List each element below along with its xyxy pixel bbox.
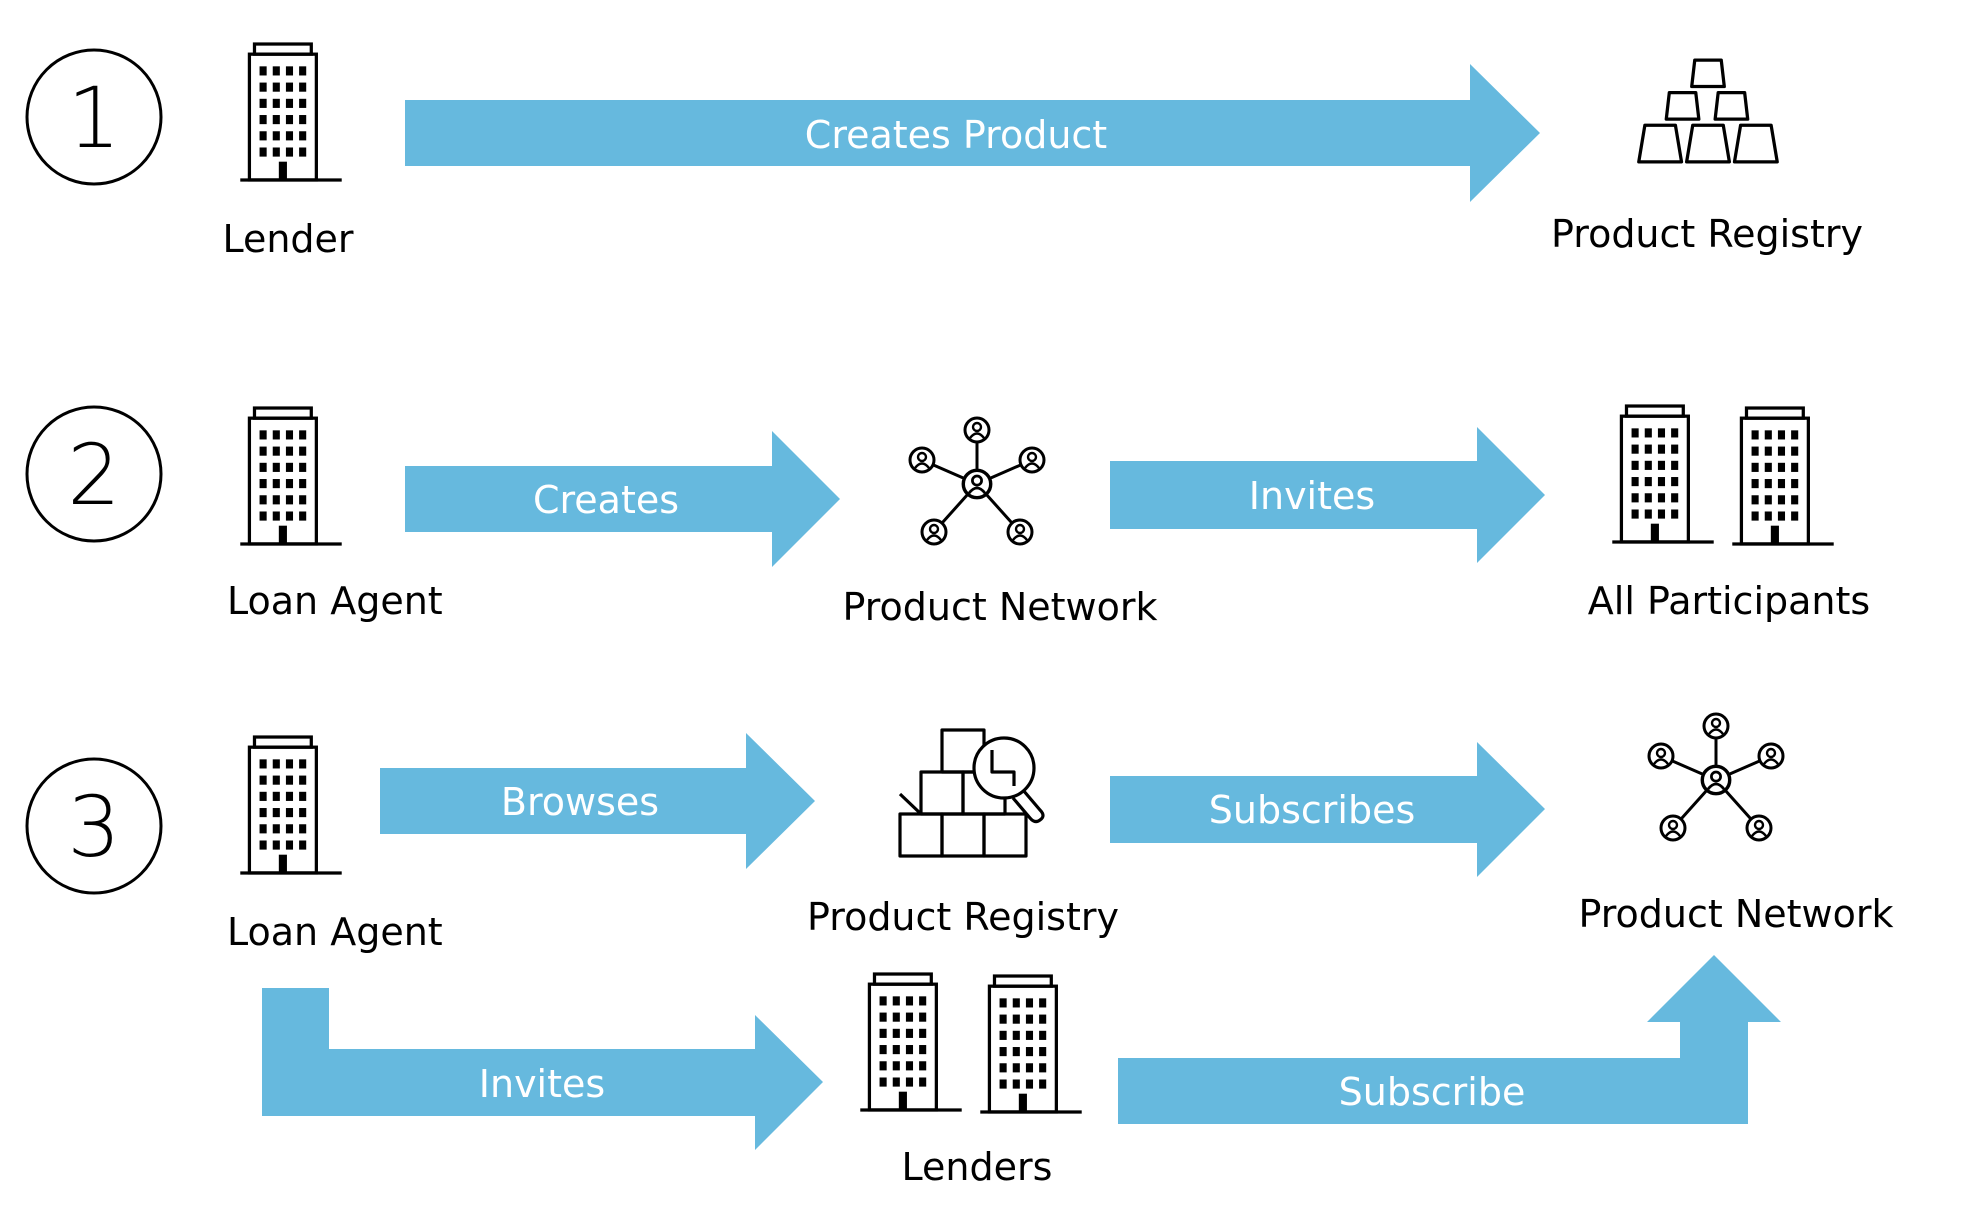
arrow-label: Creates Product [805,113,1107,157]
gold-bars-icon [1637,58,1779,164]
step-3-product-registry-node: Product Registry [807,728,1119,939]
step-2-number: 2 [25,405,163,543]
arrow-label: Invites [479,1062,605,1106]
step-2-all-participants-node: All Participants [1588,404,1870,623]
step-3-loan-agent-node: Loan Agent [227,735,443,954]
step-2-creates-arrow: Creates [405,431,840,567]
step-1-number: 1 [25,48,163,186]
svg-text:3: 3 [67,778,120,876]
step-3-browses-arrow: Browses [380,733,815,869]
step-3-lenders-node: Lenders [860,972,1082,1189]
step-1-product-registry-node: Product Registry [1551,58,1863,256]
arrow-label: Subscribes [1209,788,1416,832]
node-label: Product Registry [1551,212,1863,256]
step-3-subscribes-arrow: Subscribes [1110,742,1545,877]
step-3-product-network-node: Product Network [1578,714,1894,936]
two-buildings-icon [1612,404,1834,546]
building-icon [240,42,342,182]
building-icon [240,406,342,546]
step-1-creates-product-arrow: Creates Product [405,64,1540,202]
node-label: Lenders [902,1145,1053,1189]
step-3-invites-arrow: Invites [262,988,823,1150]
step-3-number: 3 [25,757,163,895]
step-1-lender-node: Lender [222,42,354,261]
node-label: Loan Agent [227,910,443,954]
node-label: Product Network [1578,892,1893,936]
node-label: Lender [222,217,353,261]
node-label: Product Registry [807,895,1119,939]
svg-text:2: 2 [67,426,120,524]
svg-text:1: 1 [67,69,120,167]
network-icon [910,418,1044,544]
two-buildings-icon [860,972,1082,1114]
step-2-product-network-node: Product Network [842,418,1158,629]
step-2-loan-agent-node: Loan Agent [227,406,443,623]
network-icon [1649,714,1783,840]
arrow-label: Browses [501,780,659,824]
step-3-subscribe-arrow: Subscribe [1118,955,1781,1124]
node-label: Loan Agent [227,579,443,623]
arrow-label: Invites [1249,474,1375,518]
arrow-label: Subscribe [1339,1070,1526,1114]
node-label: Product Network [842,585,1157,629]
boxes-search-icon [898,728,1045,858]
arrow-label: Creates [533,478,679,522]
building-icon [240,735,342,875]
node-label: All Participants [1588,579,1870,623]
step-2-invites-arrow: Invites [1110,427,1545,563]
